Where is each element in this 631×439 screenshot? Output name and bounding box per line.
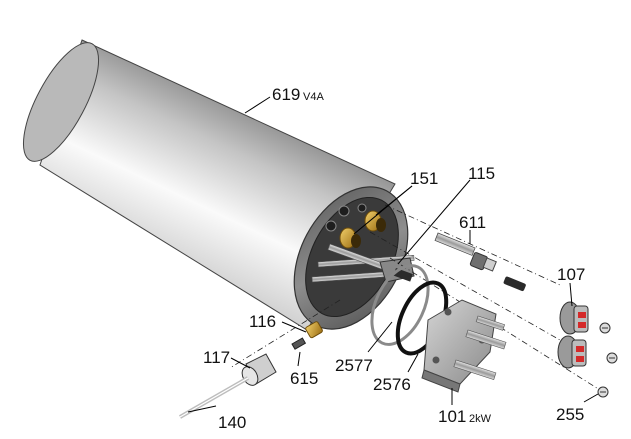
label-619: 619 V4A xyxy=(272,85,324,104)
label-117: 117 xyxy=(203,348,230,367)
label-2577: 2577 xyxy=(335,356,373,375)
brass-nipple xyxy=(305,321,323,339)
label-107: 107 xyxy=(557,265,585,284)
sensor-rod xyxy=(434,232,526,292)
label-140: 140 xyxy=(218,413,246,432)
label-619-number: 619 xyxy=(272,85,300,104)
ferrule xyxy=(291,337,307,350)
label-101: 101 2kW xyxy=(438,407,492,426)
leader-lines xyxy=(187,96,599,413)
label-255: 255 xyxy=(556,405,584,424)
thermostat-upper xyxy=(559,301,589,335)
tank-cylinder xyxy=(22,39,415,331)
label-115: 115 xyxy=(468,164,495,183)
screw-upper xyxy=(599,322,611,334)
brass-fitting-upper xyxy=(364,210,386,232)
label-101-power: 2kW xyxy=(469,413,492,425)
label-151: 151 xyxy=(410,169,438,188)
label-101-number: 101 xyxy=(438,407,466,426)
label-615: 615 xyxy=(290,369,318,388)
probe-tube xyxy=(179,376,249,419)
label-2576: 2576 xyxy=(373,375,411,394)
heating-flange xyxy=(421,299,507,393)
label-116: 116 xyxy=(249,312,276,331)
compression-nut xyxy=(241,353,277,386)
brass-fitting-lower xyxy=(339,227,361,249)
o-ring-2577 xyxy=(370,264,430,346)
assembly-axis-lines xyxy=(229,204,601,391)
screw-middle xyxy=(606,352,618,364)
label-619-material: V4A xyxy=(303,91,324,103)
label-611: 611 xyxy=(459,213,486,232)
screw-lower xyxy=(597,386,609,398)
thermostat-lower xyxy=(557,335,587,369)
